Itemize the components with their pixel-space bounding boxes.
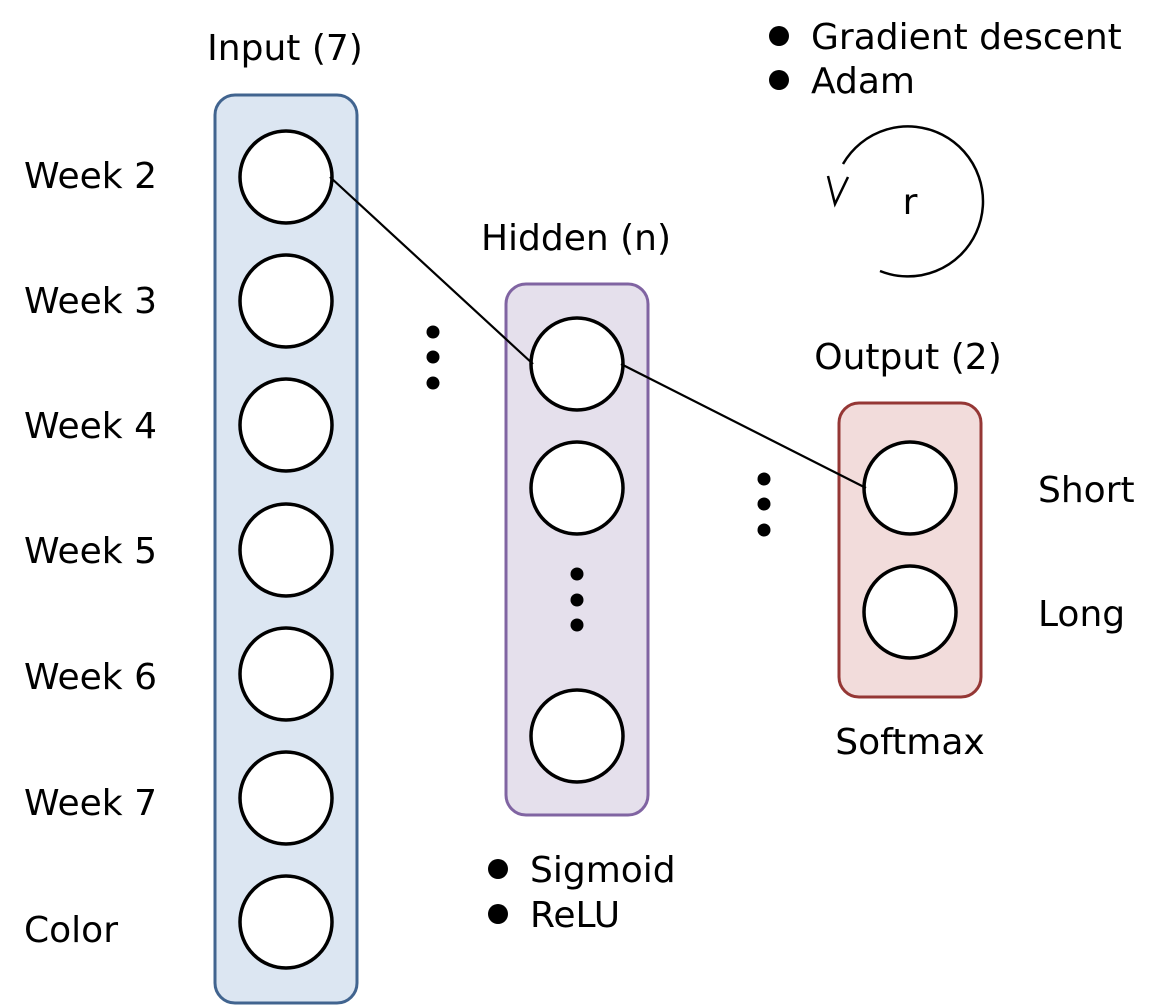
input-layer-title: Input (7) [207, 28, 363, 69]
bullet-icon [769, 26, 789, 46]
feature-label: Week 4 [24, 406, 157, 447]
optimizer-list: Gradient descent Adam [769, 17, 1122, 102]
activation-option: ReLU [530, 895, 620, 936]
ellipsis-hidden-output [757, 472, 771, 537]
class-label: Long [1038, 594, 1125, 635]
activation-option: Sigmoid [530, 850, 676, 891]
hidden-nodes [529, 316, 625, 784]
input-node-week-7 [238, 750, 334, 846]
input-node-color [238, 874, 334, 970]
feature-label: Color [24, 910, 118, 951]
output-node-long [862, 564, 958, 660]
bullet-icon [488, 859, 508, 879]
loop-label: r [903, 182, 918, 223]
input-node-week-6 [238, 626, 334, 722]
hidden-node-2 [529, 440, 625, 536]
feature-label: Week 7 [24, 783, 157, 824]
hidden-node-n [529, 688, 625, 784]
input-feature-labels: Week 2 Week 3 Week 4 Week 5 Week 6 Week … [24, 156, 157, 951]
output-layer-title: Output (2) [814, 337, 1002, 378]
input-node-week-5 [238, 502, 334, 598]
class-label: Short [1038, 470, 1135, 511]
hidden-activation-list: Sigmoid ReLU [488, 850, 676, 936]
output-node-short [862, 440, 958, 536]
bullet-icon [488, 904, 508, 924]
hidden-node-1 [529, 316, 625, 412]
optimizer-option: Gradient descent [811, 17, 1122, 58]
input-node-week-3 [238, 253, 334, 349]
hidden-layer-box [504, 282, 650, 817]
ellipsis-hidden-nodes [570, 567, 584, 632]
connections [329, 176, 867, 489]
ellipsis-input-hidden [426, 325, 440, 390]
hidden-layer-title: Hidden (n) [481, 218, 671, 259]
training-loop-icon: r [826, 125, 985, 278]
optimizer-option: Adam [811, 61, 915, 102]
edge-input-hidden [329, 176, 534, 365]
feature-label: Week 3 [24, 281, 157, 322]
edge-hidden-output [620, 363, 867, 489]
input-node-week-2 [238, 129, 334, 225]
bullet-icon [769, 70, 789, 90]
feature-label: Week 6 [24, 657, 157, 698]
output-activation-label: Softmax [835, 722, 984, 763]
feature-label: Week 5 [24, 531, 157, 572]
input-nodes [238, 129, 334, 970]
input-node-week-4 [238, 377, 334, 473]
feature-label: Week 2 [24, 156, 157, 197]
output-class-labels: Short Long [1038, 470, 1135, 635]
